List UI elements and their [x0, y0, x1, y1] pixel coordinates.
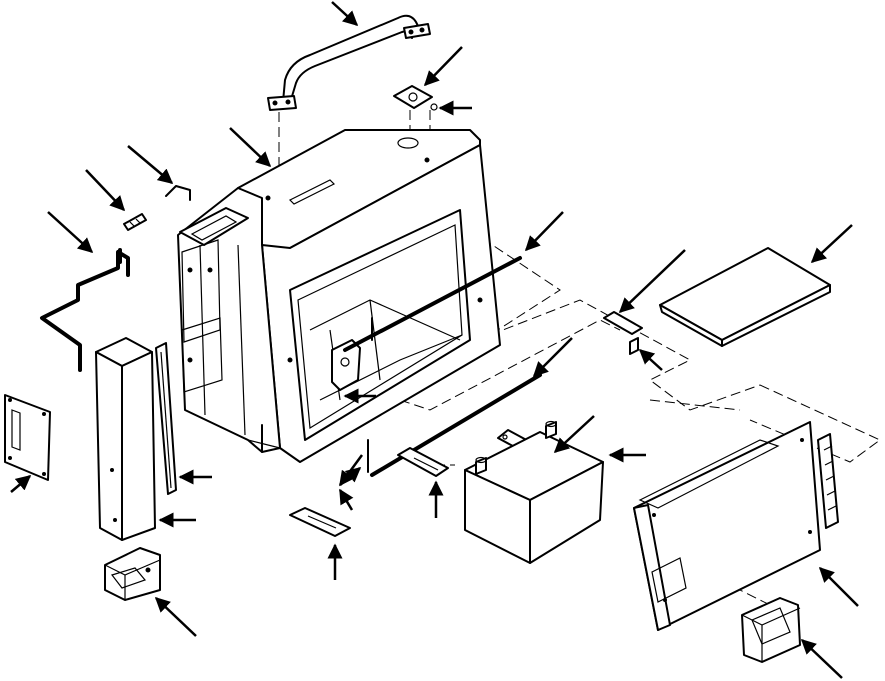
small-clip: [603, 311, 643, 355]
cover-plate: [393, 85, 433, 109]
spring-pin: [123, 213, 147, 231]
grab-handle: [267, 14, 431, 111]
door-panel: [633, 421, 821, 631]
lower-bracket: [104, 547, 161, 601]
side-plate: [4, 394, 51, 481]
callout-arrows: [10, 1, 859, 679]
door-hinge: [817, 433, 839, 529]
washer: [430, 103, 438, 111]
tall-cover: [95, 337, 156, 541]
battery: [464, 420, 604, 564]
bracket-strap: [397, 447, 449, 477]
slide-strip: [155, 342, 177, 495]
housing: [177, 129, 501, 463]
pad: [659, 247, 831, 347]
retaining-clip: [165, 185, 191, 201]
linkage-bar: [40, 248, 130, 372]
tie-rod: [343, 256, 542, 477]
mount-plate: [289, 507, 351, 537]
door-latch: [741, 597, 801, 663]
